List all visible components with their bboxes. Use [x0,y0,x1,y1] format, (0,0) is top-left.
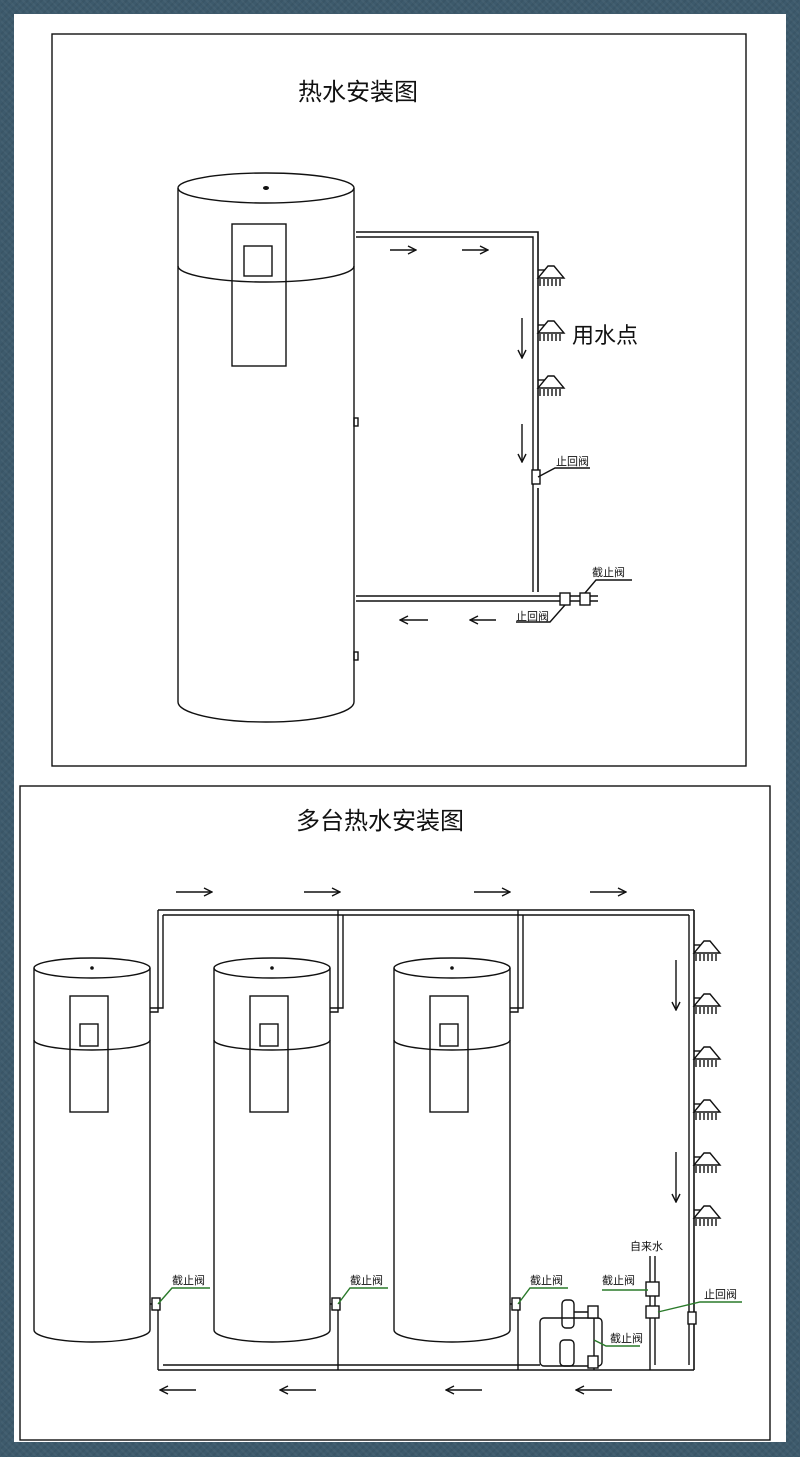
shower-head-icon [537,320,565,342]
heater-tank-3 [393,957,511,1343]
shower-head-icon [537,375,565,397]
shower-head-icon [693,1046,721,1068]
shower-head-icon [693,1099,721,1121]
stop-valve-icon [579,592,591,606]
check-valve-icon [645,1305,660,1319]
bottom-frame [19,785,771,1441]
stop-valve-icon [151,1297,161,1311]
use-point-label: 用水点 [572,324,638,349]
check-valve-icon [559,592,571,606]
check-valve-label: 止回阀 [704,1287,737,1301]
top-diagram: 热水安装图 用水点 止 [51,33,747,767]
diagram-sheet [14,14,786,1442]
shower-head-icon [537,265,565,287]
control-panel [231,223,287,367]
stop-valve-label-top: 截止阀 [592,565,625,579]
check-valve-label-inlet: 止回阀 [516,609,549,623]
bottom-title: 多台热水安装图 [296,807,464,835]
heater-tank-top [177,172,359,723]
stop-valve-label-1: 截止阀 [172,1273,205,1287]
stop-valve-label-inlet: 截止阀 [602,1273,635,1287]
shower-head-icon [693,993,721,1015]
stop-valve-label-2: 截止阀 [350,1273,383,1287]
stop-valve-label-3: 截止阀 [530,1273,563,1287]
display-screen [243,245,273,277]
stop-valve-icon [331,1297,341,1311]
shower-head-icon [693,1152,721,1174]
shower-head-icon [693,1205,721,1227]
stop-valve-icon [511,1297,521,1311]
check-valve-icon [531,469,541,485]
check-valve-icon [687,1311,697,1325]
stop-valve-label-pump: 截止阀 [610,1331,643,1345]
tap-water-label: 自来水 [630,1240,663,1253]
check-valve-label-top: 止回阀 [556,454,589,468]
bottom-diagram: 多台热水安装图 [19,785,771,1441]
check-valve-icon [587,1355,599,1369]
circulation-pump [539,1299,603,1370]
shower-head-icon [693,940,721,962]
heater-tank-1 [33,957,151,1343]
heater-tank-2 [213,957,331,1343]
hot-pipe-top [356,231,539,480]
top-title: 热水安装图 [298,78,418,106]
top-frame [51,33,747,767]
check-valve-icon [587,1305,599,1319]
stop-valve-icon [645,1281,660,1297]
